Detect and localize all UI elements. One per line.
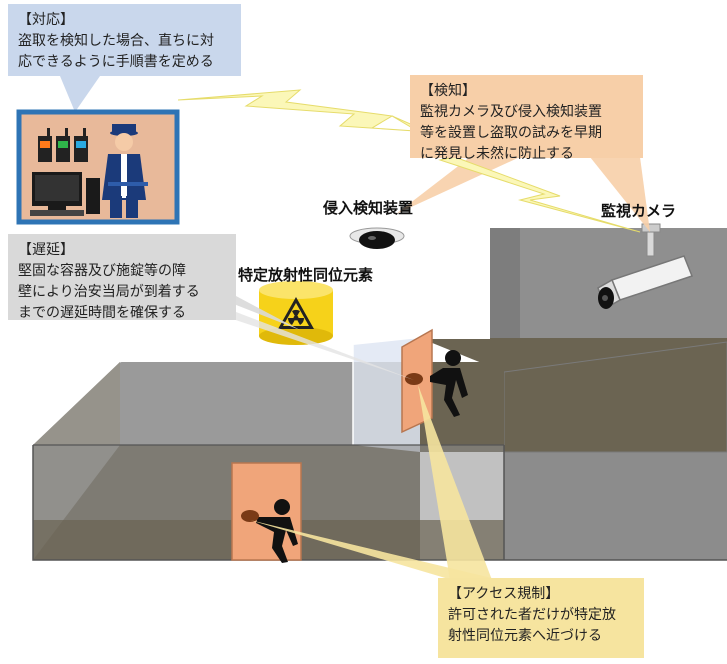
access-line: 許可された者だけが特定放 [448, 607, 616, 623]
delay-line: 堅固な容器及び施錠等の障 [18, 263, 186, 279]
dome-sensor-icon [349, 227, 405, 249]
delay-line: までの遅延時間を確保する [18, 305, 186, 321]
radio-icon [38, 128, 52, 162]
detection-line: 等を設置し盗取の試みを早期 [420, 125, 602, 141]
access-line: 射性同位元素へ近づける [448, 628, 602, 644]
front-door [231, 462, 302, 561]
radio-icon [56, 128, 70, 162]
response-title: 【対応】 [18, 12, 74, 28]
access-beam-2 [418, 385, 492, 580]
intrusion-detector-label: 侵入検知装置 [323, 199, 414, 217]
guard-panel [16, 109, 180, 225]
right-wing-back-wall-shade [489, 228, 520, 338]
access-callout: 【アクセス規制】 許可された者だけが特定放 射性同位元素へ近づける [438, 578, 644, 658]
delay-beam-2 [200, 308, 414, 380]
camera-icon [597, 223, 693, 310]
delay-line: 壁により治安当局が到着する [18, 284, 200, 300]
response-callout: 【対応】 盗取を検知した場合、直ちに対 応できるように手順書を定める [8, 4, 241, 76]
alarm-lightning [177, 89, 431, 133]
detection-callout: 【検知】 監視カメラ及び侵入検知装置 等を設置し盗取の試みを早期 に発見し未然に… [410, 75, 643, 162]
detection-title: 【検知】 [420, 83, 476, 99]
delay-callout: 【遅延】 堅固な容器及び施錠等の障 壁により治安当局が到着する までの遅延時間を… [8, 234, 236, 321]
intruder-icon [405, 350, 468, 417]
left-room-back-wall [120, 362, 353, 445]
access-title: 【アクセス規制】 [448, 586, 560, 602]
computer-icon [30, 172, 100, 216]
detection-line: 監視カメラ及び侵入検知装置 [420, 104, 602, 120]
detection-line: に発見し未然に防止する [420, 146, 574, 162]
response-line: 応できるように手順書を定める [18, 54, 214, 70]
response-line: 盗取を検知した場合、直ちに対 [18, 33, 214, 49]
upper-room-dashed [239, 228, 489, 339]
access-beam-1 [250, 520, 500, 580]
response-pointer [60, 76, 100, 112]
delay-title: 【遅延】 [18, 242, 74, 258]
radioisotope-label: 特定放射性同位元素 [238, 266, 374, 284]
right-wing-front-wall [504, 452, 727, 560]
surveillance-camera-label: 監視カメラ [601, 202, 677, 220]
radiation-icon [278, 297, 314, 329]
intruder-icon [241, 499, 298, 563]
detection-beam-camera [590, 157, 650, 232]
radio-icon [74, 128, 88, 162]
guard-icon [102, 124, 148, 218]
